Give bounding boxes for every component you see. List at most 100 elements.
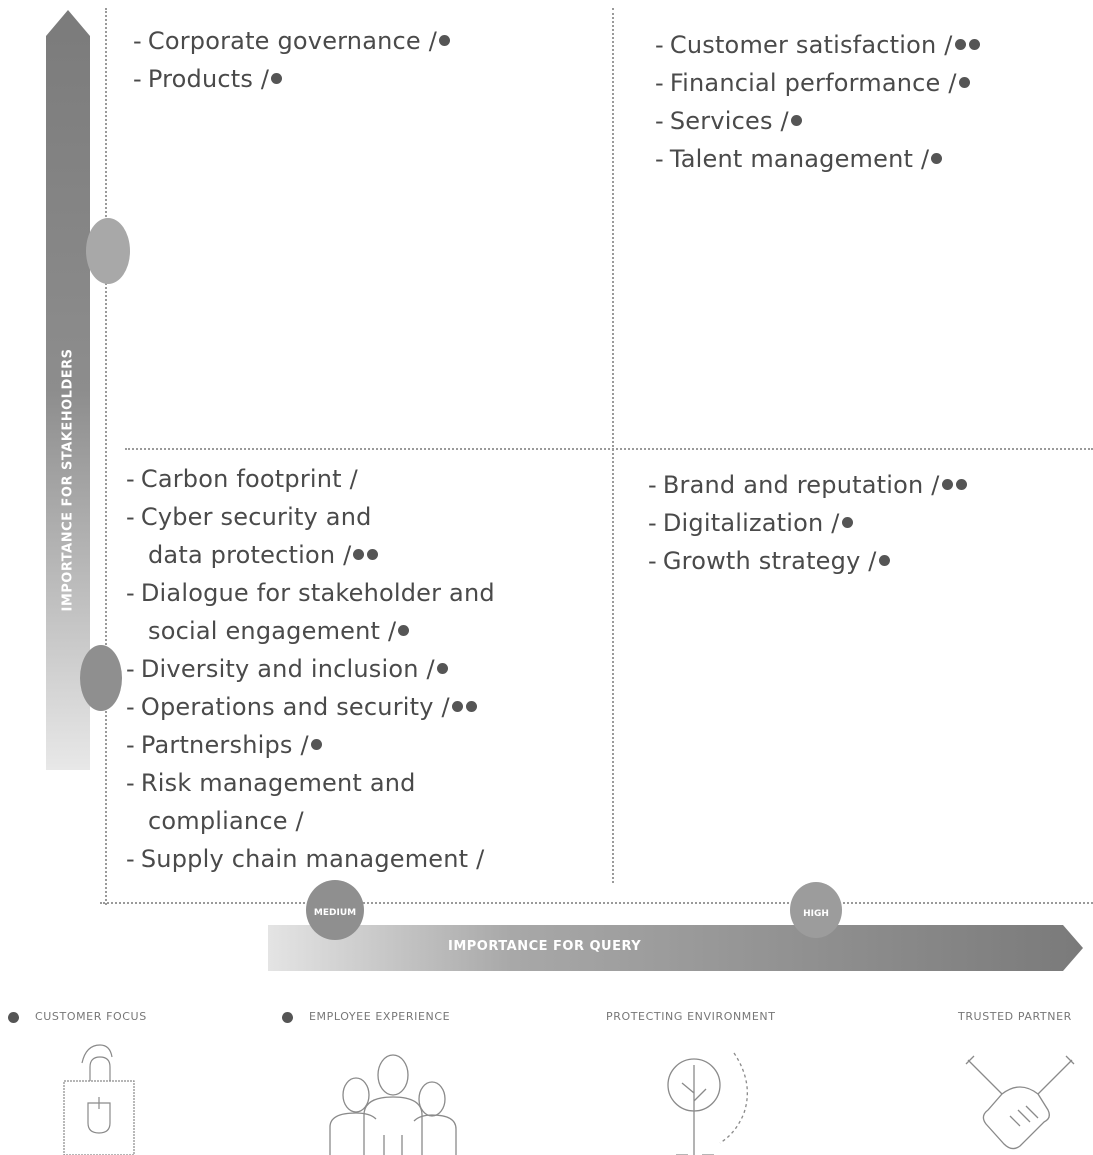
people-group-icon xyxy=(329,1054,457,1155)
topic-dash: - xyxy=(648,547,657,575)
topic-item: -Operations and security / xyxy=(126,688,495,726)
pillar-dot-icon xyxy=(398,624,410,636)
topic-label: Risk management and xyxy=(140,769,416,797)
x-axis-marker-high-label: HIGH xyxy=(803,909,829,919)
quadrant-bottom-right-list: -Brand and reputation /-Digitalization /… xyxy=(648,466,970,580)
topic-label: Digitalization / xyxy=(662,509,840,537)
pillar-dot-icon xyxy=(271,72,283,84)
legend-customer-focus: CUSTOMER FOCUS xyxy=(8,1010,147,1023)
pillar-dot-icon xyxy=(968,38,980,50)
topic-label: Operations and security / xyxy=(140,693,450,721)
pillar-dots xyxy=(941,466,970,504)
pillar-dot-icon xyxy=(465,700,477,712)
pillar-dot-icon xyxy=(958,76,970,88)
topic-dash: - xyxy=(655,145,664,173)
topic-label: Talent management / xyxy=(669,145,930,173)
pillar-dot-icon xyxy=(941,478,953,490)
x-axis-marker-medium-label: MEDIUM xyxy=(313,908,357,918)
topic-item: -Services / xyxy=(655,102,983,140)
topic-dash: - xyxy=(655,31,664,59)
pillar-dots xyxy=(439,22,453,60)
topic-label: Carbon footprint / xyxy=(140,465,358,493)
legend-label-trusted-partner: TRUSTED PARTNER xyxy=(958,1010,1072,1023)
legend-dot-employee-experience xyxy=(282,1011,293,1023)
topic-dash: - xyxy=(126,845,135,873)
legend-trusted-partner: TRUSTED PARTNER xyxy=(958,1010,1072,1023)
topic-item: -Corporate governance / xyxy=(133,22,453,60)
topic-label-line2: social engagement / xyxy=(148,617,397,645)
topic-dash: - xyxy=(126,503,135,531)
topic-dash: - xyxy=(126,579,135,607)
topic-item: -Digitalization / xyxy=(648,504,970,542)
pillar-dots xyxy=(958,64,973,102)
pillar-dot-icon xyxy=(954,38,966,50)
y-axis-arrow xyxy=(46,10,90,770)
pillar-dot-icon xyxy=(841,516,853,528)
x-axis-arrow xyxy=(268,925,1083,971)
pillar-dots xyxy=(931,140,945,178)
topic-dash: - xyxy=(126,693,135,721)
handshake-icon xyxy=(965,1055,1075,1150)
grid-line-horizontal xyxy=(125,448,1093,450)
topic-dash: - xyxy=(133,65,142,93)
pillar-dot-icon xyxy=(310,738,322,750)
pillar-dot-icon xyxy=(439,34,451,46)
pillar-dots xyxy=(436,650,451,688)
topic-label: Corporate governance / xyxy=(147,27,438,55)
topic-label-line2: data protection / xyxy=(148,541,352,569)
grid-line-left xyxy=(105,8,107,905)
pillar-dots xyxy=(841,504,856,542)
topic-dash: - xyxy=(126,465,135,493)
topic-label: Cyber security and xyxy=(140,503,372,531)
legend-dot-customer-focus xyxy=(8,1011,19,1023)
topic-dash: - xyxy=(655,69,664,97)
legend-label-employee-experience: EMPLOYEE EXPERIENCE xyxy=(309,1010,451,1023)
pillar-dot-icon xyxy=(451,700,463,712)
topic-item: -Supply chain management / xyxy=(126,840,495,878)
shopping-bag-icon xyxy=(63,1044,135,1155)
topic-item: -Customer satisfaction / xyxy=(655,26,983,64)
y-axis-marker-medium xyxy=(80,645,122,711)
x-axis-marker-high: HIGH xyxy=(790,882,842,938)
pillar-dot-icon xyxy=(955,478,967,490)
topic-item: -Brand and reputation / xyxy=(648,466,970,504)
topic-item: -Financial performance / xyxy=(655,64,983,102)
pillar-dots xyxy=(878,542,893,580)
topic-label: Brand and reputation / xyxy=(662,471,940,499)
topic-label: Supply chain management / xyxy=(140,845,485,873)
legend-label-customer-focus: CUSTOMER FOCUS xyxy=(35,1010,147,1023)
topic-label: Customer satisfaction / xyxy=(669,31,953,59)
topic-dash: - xyxy=(133,27,142,55)
topic-dash: - xyxy=(655,107,664,135)
quadrant-top-right-list: -Customer satisfaction /-Financial perfo… xyxy=(655,26,983,178)
topic-item: -Diversity and inclusion / xyxy=(126,650,495,688)
pillar-dot-icon xyxy=(790,114,802,126)
topic-label-continued: social engagement / xyxy=(126,612,495,650)
topic-item: -Growth strategy / xyxy=(648,542,970,580)
pillar-dots xyxy=(954,26,983,64)
topic-dash: - xyxy=(648,471,657,499)
topic-label: Financial performance / xyxy=(669,69,957,97)
legend-employee-experience: EMPLOYEE EXPERIENCE xyxy=(282,1010,450,1023)
pillar-dot-icon xyxy=(931,152,943,164)
topic-dash: - xyxy=(126,731,135,759)
topic-label: Partnerships / xyxy=(140,731,309,759)
pillar-dots xyxy=(790,102,805,140)
topic-label: Services / xyxy=(669,107,789,135)
topic-item: -Carbon footprint / xyxy=(126,460,495,498)
topic-item: -Partnerships / xyxy=(126,726,495,764)
topic-item: -Products / xyxy=(133,60,453,98)
tree-icon xyxy=(667,1052,748,1155)
grid-line-middle xyxy=(612,8,614,883)
pillar-dot-icon xyxy=(436,662,448,674)
pillar-dots xyxy=(271,60,285,98)
topic-label: Growth strategy / xyxy=(662,547,877,575)
x-axis-label: IMPORTANCE FOR QUERY xyxy=(448,939,642,954)
y-axis-label: IMPORTANCE FOR STAKEHOLDERS xyxy=(60,348,76,612)
pillar-dots xyxy=(398,612,412,650)
pillar-dot-icon xyxy=(878,554,890,566)
topic-item: -Cyber security and data protection / xyxy=(126,498,495,574)
